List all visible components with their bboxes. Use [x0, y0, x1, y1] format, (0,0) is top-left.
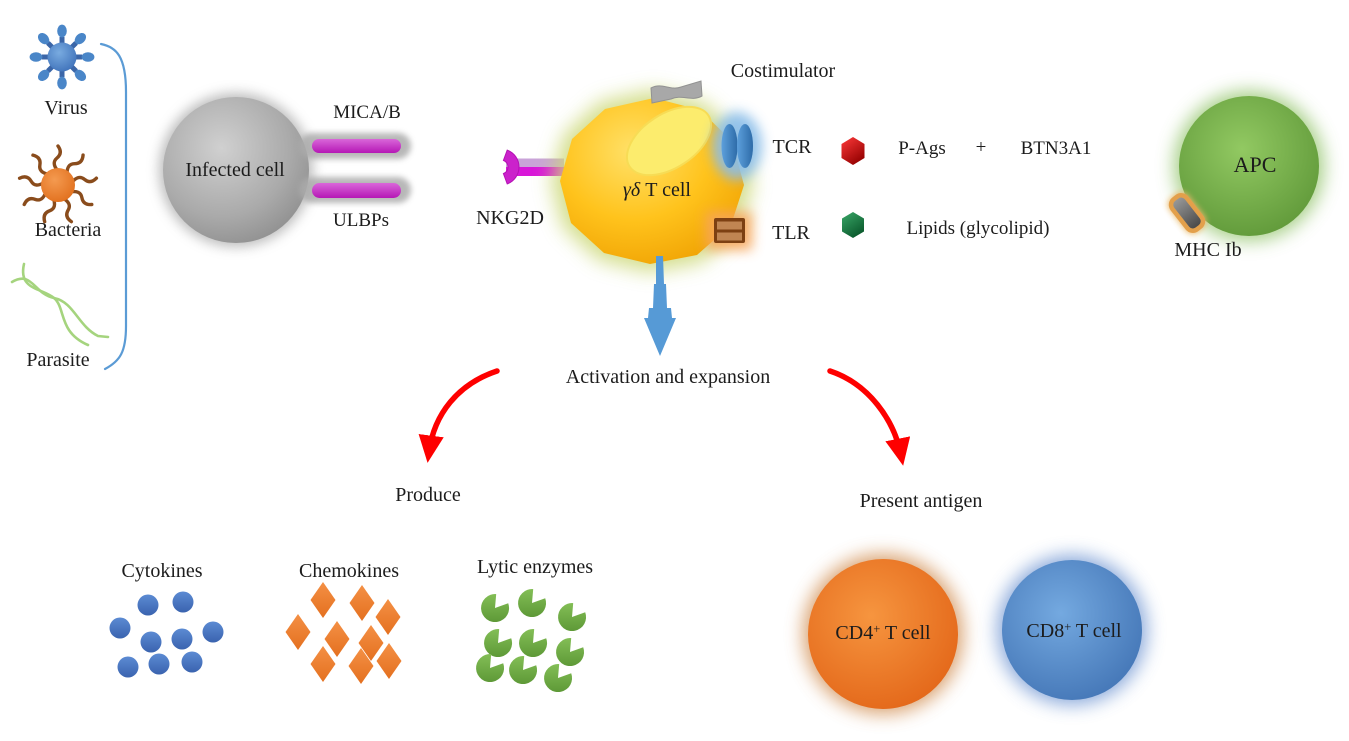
ulbps-label: ULBPs — [333, 210, 389, 231]
pags-label: P-Ags — [898, 138, 946, 159]
cytokines-label: Cytokines — [121, 560, 203, 582]
chemokines-cluster — [285, 582, 402, 684]
gdt-cell-label-rest: T cell — [640, 179, 691, 201]
plus-sign: + — [975, 137, 987, 158]
gdt-cell-label: γδ T cell — [623, 179, 691, 201]
lipid-hexagon-icon — [842, 212, 864, 238]
infected-cell-label: Infected cell — [185, 159, 285, 181]
lipids-label: Lipids (glycolipid) — [906, 218, 1050, 239]
cd8-cell — [997, 555, 1147, 705]
cd8-sup: + — [1064, 619, 1072, 634]
cd8-name: CD8 — [1026, 620, 1065, 642]
lytic-enzymes-cluster — [476, 589, 587, 693]
virus-label: Virus — [44, 97, 88, 119]
virus-icon — [29, 24, 95, 90]
btn3a1-label: BTN3A1 — [1020, 138, 1092, 159]
ligand-bars — [299, 133, 411, 203]
mhcib-label: MHC Ib — [1174, 239, 1242, 261]
activation-label: Activation and expansion — [565, 366, 771, 388]
mhc-ib-icon — [1167, 191, 1207, 235]
curved-arrow-produce — [418, 368, 500, 463]
nkg2d-receptor-icon — [502, 149, 564, 185]
curved-arrow-present — [827, 368, 911, 466]
cd4-sup: + — [873, 621, 881, 636]
cd4-name: CD4 — [835, 622, 874, 644]
tcr-icon — [712, 112, 762, 180]
costimulator-label: Costimulator — [730, 60, 836, 82]
apc-label: APC — [1233, 152, 1277, 177]
ulbps-bar-icon — [312, 183, 401, 198]
pag-hexagon-icon — [841, 137, 865, 165]
bacteria-label: Bacteria — [34, 219, 102, 241]
lytic-enzymes-label: Lytic enzymes — [476, 556, 594, 578]
cd4-suffix: T cell — [880, 622, 931, 644]
gdt-cell — [550, 89, 754, 273]
costimulator-icon — [650, 80, 703, 104]
infected-cell — [159, 93, 313, 247]
micab-bar-icon — [312, 139, 401, 153]
down-arrow-icon — [644, 256, 676, 356]
present-antigen-label: Present antigen — [859, 490, 983, 512]
cd4-cell — [803, 554, 963, 714]
cytokines-cluster — [109, 591, 224, 678]
chemokines-label: Chemokines — [299, 560, 399, 582]
nucleus-icon — [625, 105, 713, 177]
gdt-cell-label-greek: γδ — [623, 179, 641, 201]
produce-label: Produce — [395, 484, 461, 506]
micab-label: MICA/B — [333, 102, 401, 123]
parasite-label: Parasite — [26, 349, 90, 371]
bacteria-icon — [17, 144, 99, 224]
pathogen-bracket — [99, 42, 128, 371]
tlr-icon — [706, 212, 752, 250]
cd8-label: CD8+ T cell — [1026, 620, 1121, 642]
cd8-suffix: T cell — [1071, 620, 1122, 642]
cd4-label: CD4+ T cell — [835, 622, 930, 644]
tcr-label: TCR — [772, 136, 812, 158]
nkg2d-label: NKG2D — [476, 207, 544, 229]
parasite-icon — [10, 262, 110, 347]
apc-cell — [1174, 91, 1324, 241]
tlr-label: TLR — [772, 222, 810, 244]
